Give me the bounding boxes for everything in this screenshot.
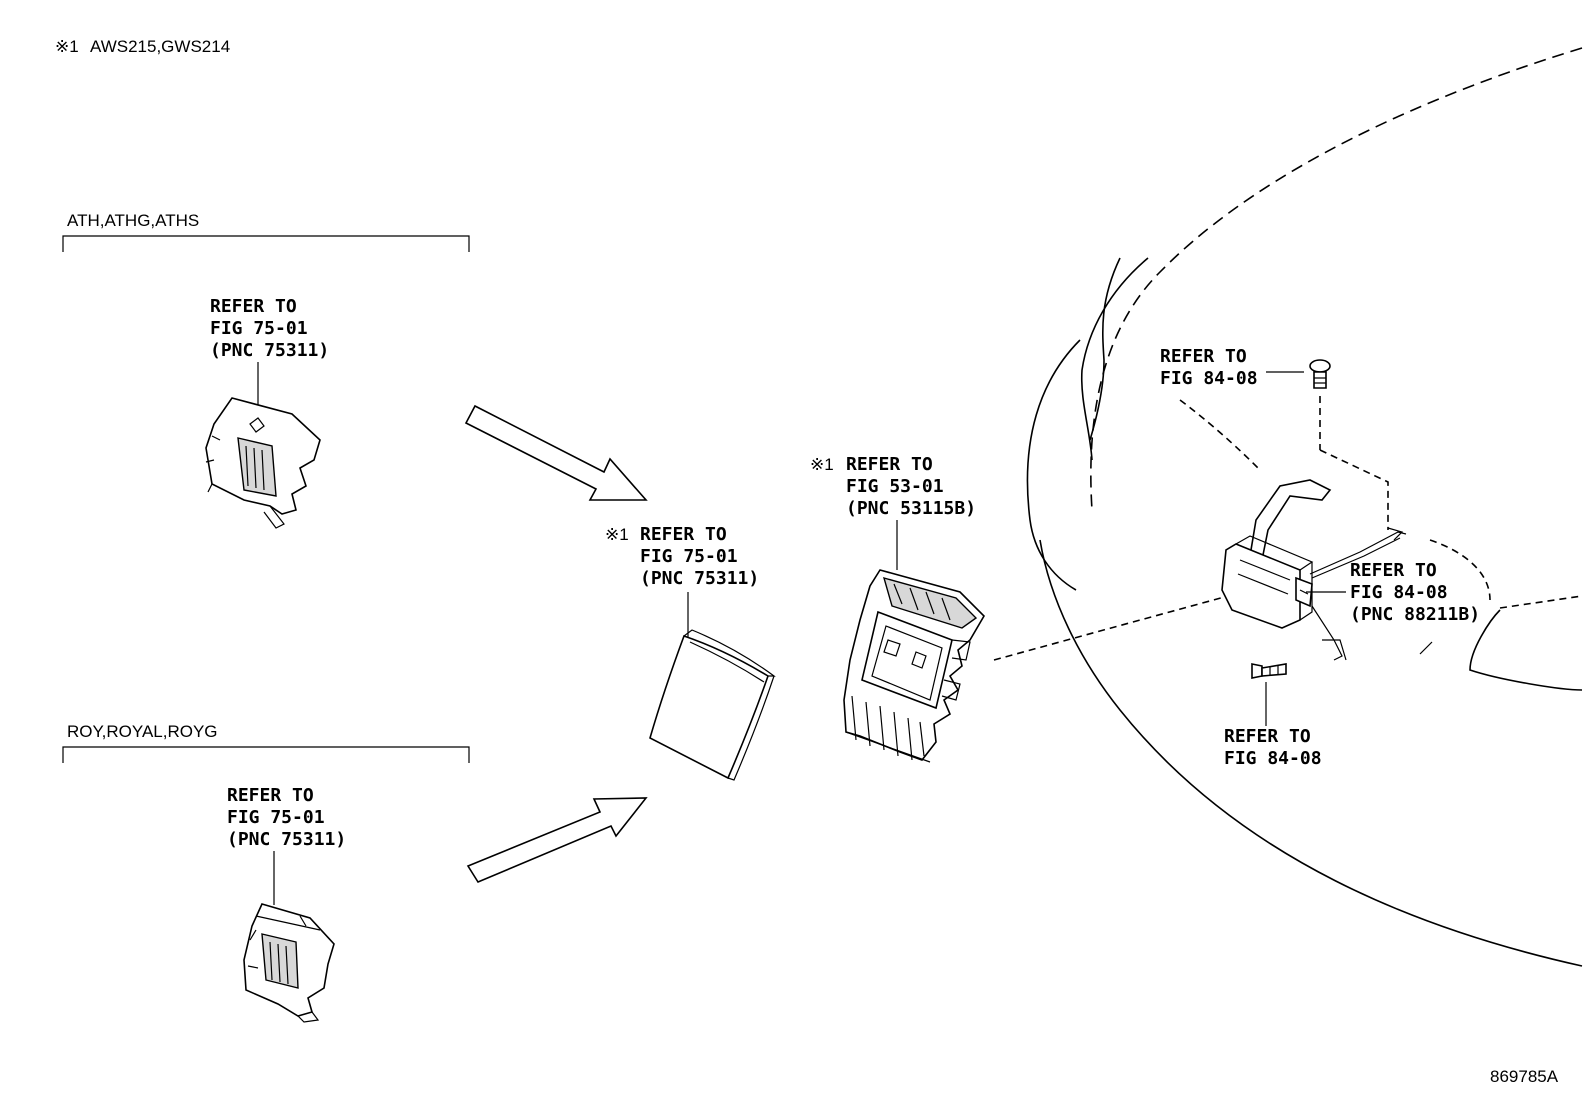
sensor-group: REFER TO FIG 84-08 (PNC 88211B): [1221, 479, 1480, 661]
variant-bottom-title: ROY,ROYAL,ROYG: [67, 722, 218, 741]
arrow-top: [464, 404, 648, 501]
bolt-to-sensor-dashline: [1319, 396, 1389, 530]
grille-refer-line3: (PNC 53115B): [846, 498, 976, 519]
sensor-bolt-bottom-refer-line2: FIG 84-08: [1224, 748, 1322, 769]
sensor-bolt-bottom-refer-line1: REFER TO: [1224, 726, 1311, 747]
note-mark: ※1: [55, 37, 79, 56]
sensor-bolt-bottom-part: [1251, 663, 1287, 679]
variant-bottom-bracket: [62, 746, 470, 763]
sensor-bolt-bottom-group: REFER TO FIG 84-08: [1224, 663, 1322, 769]
arrow-bottom: [466, 797, 648, 884]
sensor-refer-line1: REFER TO: [1350, 560, 1437, 581]
grille-group: ※1 REFER TO FIG 53-01 (PNC 53115B): [810, 454, 986, 763]
variant-bottom-refer-line3: (PNC 75311): [227, 829, 346, 850]
emblem-cover-group: ※1 REFER TO FIG 75-01 (PNC 75311): [605, 524, 776, 781]
emblem-cover-refer-line3: (PNC 75311): [640, 568, 759, 589]
variant-top-title: ATH,ATHG,ATHS: [67, 211, 199, 230]
variant-bottom-refer-line1: REFER TO: [227, 785, 314, 806]
sensor-refer-line3: (PNC 88211B): [1350, 604, 1480, 625]
sensor-bolt-top-part: [1309, 359, 1331, 389]
variant-top-refer-line3: (PNC 75311): [210, 340, 329, 361]
variant-top-group: ATH,ATHG,ATHS REFER TO FIG 75-01 (PNC 75…: [62, 211, 470, 529]
sensor-part: [1221, 479, 1407, 661]
grille-to-sensor-dashline: [993, 595, 1229, 661]
grille-mark: ※1: [810, 455, 834, 474]
grille-part: [843, 569, 986, 763]
sensor-refer-line2: FIG 84-08: [1350, 582, 1448, 603]
grille-refer-line1: REFER TO: [846, 454, 933, 475]
sensor-bolt-top-group: REFER TO FIG 84-08: [1160, 346, 1331, 389]
emblem-cover-mark: ※1: [605, 525, 629, 544]
variant-bottom-group: ROY,ROYAL,ROYG REFER TO FIG 75-01 (PNC 7…: [62, 722, 470, 1023]
variant-bottom-emblem-part: [243, 903, 335, 1023]
variant-top-refer-line1: REFER TO: [210, 296, 297, 317]
variant-bottom-refer-line2: FIG 75-01: [227, 807, 325, 828]
emblem-cover-refer-line1: REFER TO: [640, 524, 727, 545]
variant-top-bracket: [62, 235, 470, 252]
emblem-cover-part: [649, 629, 776, 781]
sensor-bolt-top-refer-line2: FIG 84-08: [1160, 368, 1258, 389]
vehicle-outline: [1026, 47, 1583, 967]
drawing-id: 869785A: [1490, 1067, 1559, 1086]
sensor-bolt-top-refer-line1: REFER TO: [1160, 346, 1247, 367]
note-text: AWS215,GWS214: [90, 37, 230, 56]
variant-top-refer-line2: FIG 75-01: [210, 318, 308, 339]
grille-refer-line2: FIG 53-01: [846, 476, 944, 497]
emblem-cover-refer-line2: FIG 75-01: [640, 546, 738, 567]
variant-top-emblem-part: [205, 397, 321, 529]
